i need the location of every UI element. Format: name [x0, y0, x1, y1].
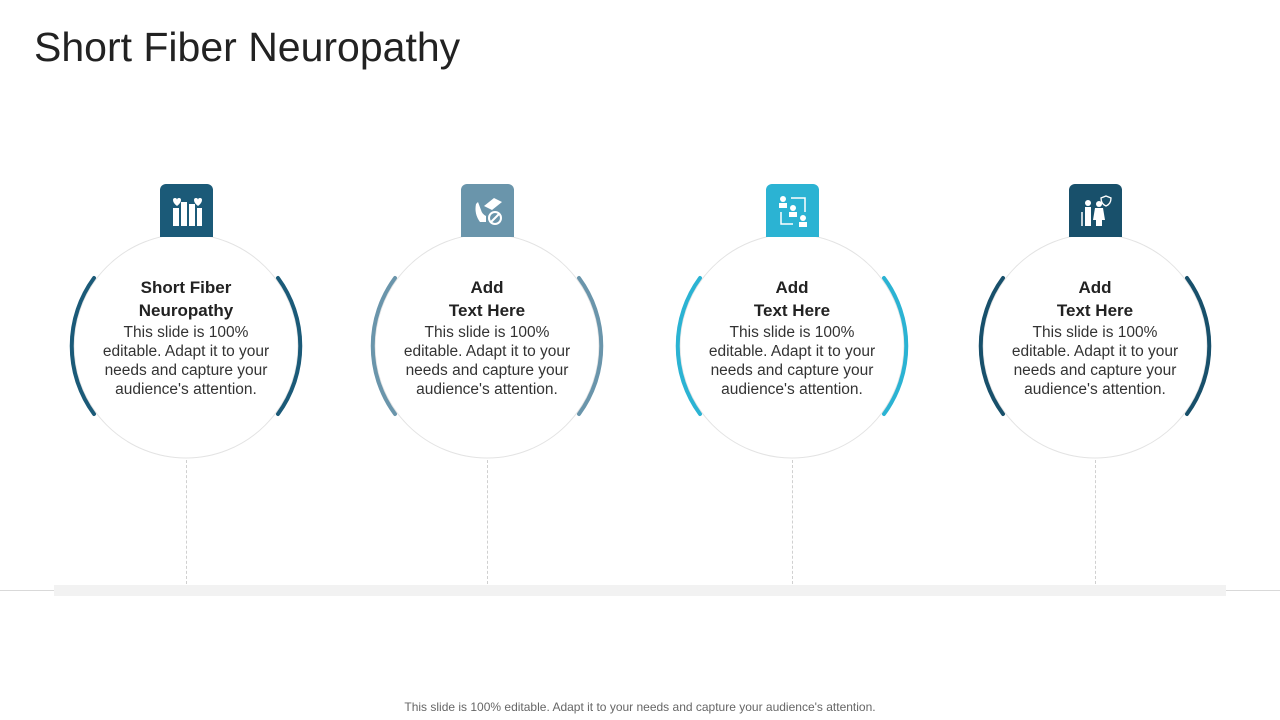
- card-body: This slide is 100% editable. Adapt it to…: [1011, 324, 1179, 398]
- card-connector: [186, 460, 187, 584]
- raised-fists-hearts-icon: [160, 184, 213, 237]
- card-body: This slide is 100% editable. Adapt it to…: [102, 324, 270, 398]
- slide-title: Short Fiber Neuropathy: [34, 24, 461, 70]
- card-1: Short Fiber Neuropathy This slide is 100…: [66, 184, 306, 584]
- card-connector: [1095, 460, 1096, 584]
- people-flow-icon: [766, 184, 819, 237]
- hand-prohibited-icon: [461, 184, 514, 237]
- card-heading: Add Text Here: [1056, 278, 1134, 320]
- timeline-bar: [54, 585, 1226, 596]
- card-3: Add Text Here This slide is 100% editabl…: [672, 184, 912, 584]
- card-ring: [370, 234, 604, 459]
- elderly-couple-shield-icon: [1069, 184, 1122, 237]
- card-2: Add Text Here This slide is 100% editabl…: [367, 184, 607, 584]
- card-ring: [675, 234, 909, 459]
- footer-note: This slide is 100% editable. Adapt it to…: [404, 700, 876, 714]
- card-connector: [792, 460, 793, 584]
- card-connector: [487, 460, 488, 584]
- card-ring: [69, 234, 303, 459]
- card-heading: Add Text Here: [448, 278, 526, 320]
- card-body: This slide is 100% editable. Adapt it to…: [708, 324, 876, 398]
- card-ring: [978, 234, 1212, 459]
- card-4: Add Text Here This slide is 100% editabl…: [975, 184, 1215, 584]
- card-heading: Short Fiber Neuropathy: [138, 278, 234, 320]
- card-heading: Add Text Here: [753, 278, 831, 320]
- card-body: This slide is 100% editable. Adapt it to…: [403, 324, 571, 398]
